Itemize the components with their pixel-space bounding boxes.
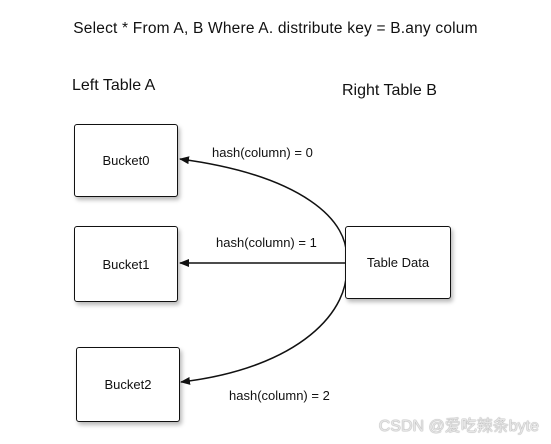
bucket2-label: Bucket2 (104, 377, 152, 392)
left-table-label: Left Table A (72, 77, 156, 94)
bucket0-label: Bucket0 (102, 153, 150, 168)
bucket2-node: Bucket2 (76, 347, 180, 422)
edge-label-bucket0: hash(column) = 0 (212, 145, 313, 160)
bucket1-node: Bucket1 (74, 226, 178, 302)
table-data-node: Table Data (345, 226, 451, 299)
bucket0-node: Bucket0 (74, 124, 178, 197)
right-table-label: Right Table B (342, 82, 437, 99)
edge-label-bucket1: hash(column) = 1 (216, 235, 317, 250)
diagram-title: Select * From A, B Where A. distribute k… (73, 20, 478, 37)
bucket1-label: Bucket1 (102, 256, 150, 272)
edge-label-bucket2: hash(column) = 2 (229, 388, 330, 403)
table-data-label: Table Data (366, 255, 430, 270)
watermark: CSDN @爱吃辣条byte (378, 418, 539, 435)
edge-arrow-bucket2 (180, 263, 348, 385)
